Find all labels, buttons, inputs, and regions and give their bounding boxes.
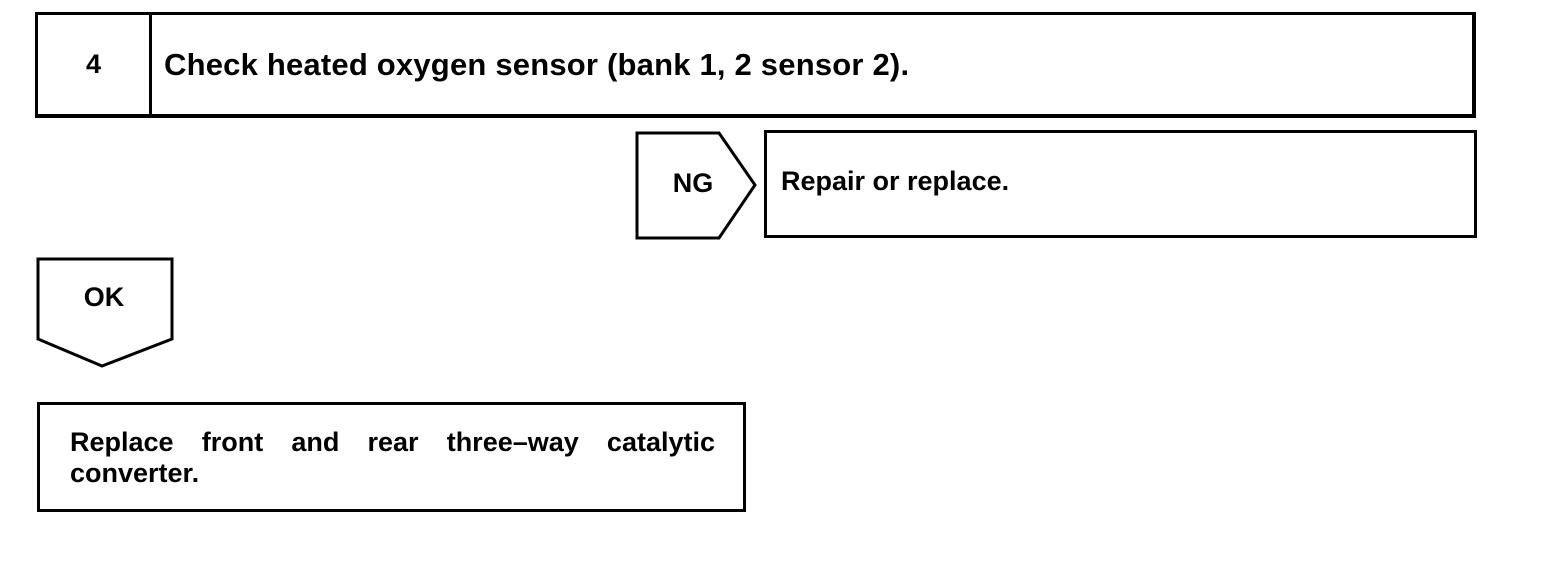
ok-label: OK — [83, 282, 125, 312]
ok-result-text: Replace front and rear three–way catalyt… — [70, 427, 715, 488]
ok-arrow-shape — [36, 257, 174, 368]
step-title: Check heated oxygen sensor (bank 1, 2 se… — [164, 46, 910, 82]
ok-result-box: Replace front and rear three–way catalyt… — [37, 402, 746, 512]
step-number: 4 — [38, 15, 152, 114]
ng-label: NG — [672, 168, 714, 198]
ng-result-box: Repair or replace. — [764, 130, 1477, 238]
ng-arrow-shape — [635, 131, 757, 240]
step-box: 4 Check heated oxygen sensor (bank 1, 2 … — [35, 12, 1476, 118]
ng-result-text: Repair or replace. — [781, 165, 1010, 196]
